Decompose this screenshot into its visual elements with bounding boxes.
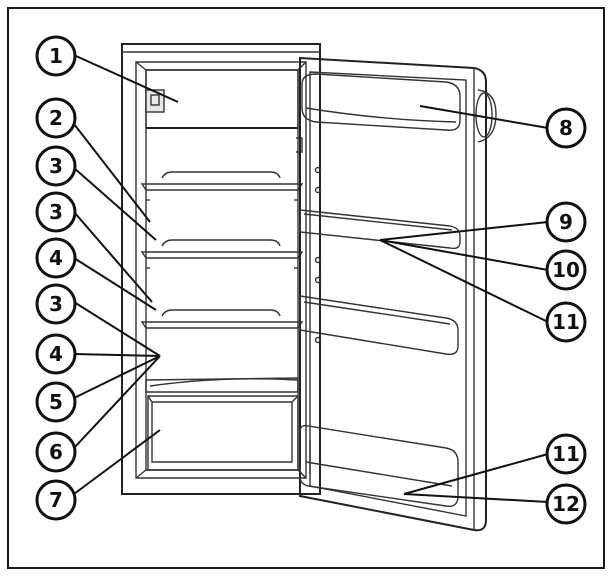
callout-12: 12 <box>545 483 587 525</box>
fridge-door <box>299 56 497 532</box>
leader-3c <box>73 301 161 357</box>
leader-4b <box>73 353 161 357</box>
svg-text:9: 9 <box>559 210 573 234</box>
shelves <box>140 171 304 329</box>
leader-3b <box>73 211 153 303</box>
leader-2 <box>73 123 151 223</box>
callout-10: 10 <box>545 249 587 291</box>
callout-11: 11 <box>545 301 587 343</box>
callouts-left: 1 2 3 3 4 3 4 5 <box>35 35 77 521</box>
svg-text:4: 4 <box>49 246 63 270</box>
leader-5 <box>73 355 161 399</box>
leader-12 <box>403 493 549 503</box>
callout-2: 2 <box>35 97 77 139</box>
svg-text:6: 6 <box>49 440 63 464</box>
callout-9: 9 <box>545 201 587 243</box>
door-balcony-upper <box>299 209 461 250</box>
callouts-right: 8 9 10 11 11 12 <box>545 107 587 525</box>
leader-6 <box>73 355 161 449</box>
callout-3: 3 <box>35 145 77 187</box>
callout-4: 4 <box>35 237 77 279</box>
diagram-border <box>7 7 605 569</box>
svg-text:3: 3 <box>49 292 63 316</box>
svg-text:5: 5 <box>49 390 63 414</box>
leader-8 <box>419 105 549 129</box>
svg-text:8: 8 <box>559 116 573 140</box>
svg-text:1: 1 <box>49 44 63 68</box>
crisper-area <box>145 377 299 471</box>
leader-1 <box>75 55 179 103</box>
svg-text:7: 7 <box>49 488 63 512</box>
callout-8: 8 <box>545 107 587 149</box>
freezer-compartment <box>145 69 303 153</box>
leader-11a <box>379 239 549 323</box>
freezer-door-flap <box>301 73 461 131</box>
callout-6: 6 <box>35 431 77 473</box>
callout-5: 5 <box>35 381 77 423</box>
bottle-rack <box>299 424 459 507</box>
callout-11: 11 <box>545 433 587 475</box>
svg-text:11: 11 <box>552 310 580 334</box>
svg-text:12: 12 <box>552 492 580 516</box>
leader-4a <box>73 257 157 311</box>
leader-7 <box>73 429 161 495</box>
door-balcony-middle <box>299 295 459 356</box>
callout-3: 3 <box>35 191 77 233</box>
svg-text:10: 10 <box>552 258 580 282</box>
leader-lines <box>73 55 549 503</box>
callout-1: 1 <box>35 35 77 77</box>
svg-text:11: 11 <box>552 442 580 466</box>
svg-text:3: 3 <box>49 154 63 178</box>
leader-9 <box>379 221 549 241</box>
callout-3: 3 <box>35 283 77 325</box>
svg-text:4: 4 <box>49 342 63 366</box>
leader-10 <box>379 239 549 271</box>
callout-7: 7 <box>35 479 77 521</box>
thermostat-box <box>145 89 165 113</box>
svg-text:3: 3 <box>49 200 63 224</box>
callout-4: 4 <box>35 333 77 375</box>
leader-3a <box>73 167 157 241</box>
leader-11b <box>403 453 549 495</box>
svg-text:2: 2 <box>49 106 63 130</box>
